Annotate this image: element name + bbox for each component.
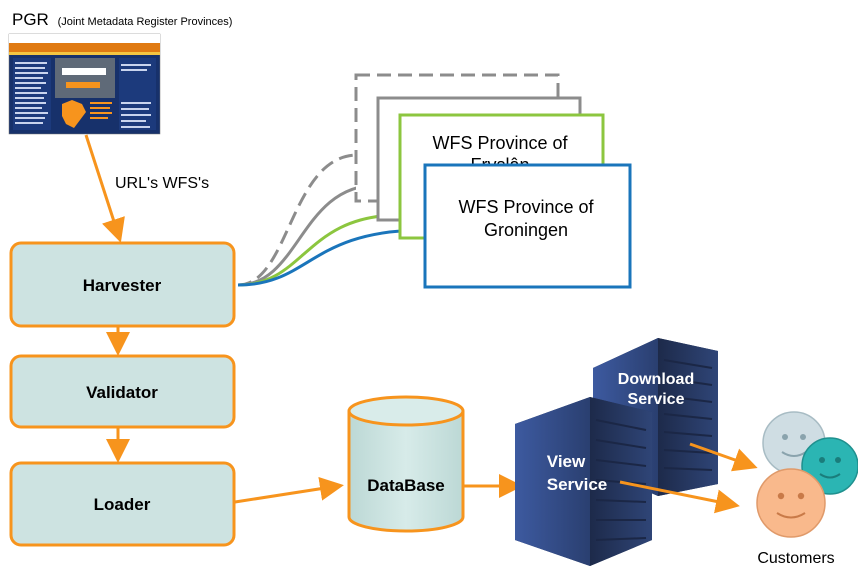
arrow-loader-to-database — [234, 476, 344, 504]
customers-group: Customers — [756, 411, 858, 567]
wfs-friesland-title: WFS Province of — [432, 133, 568, 153]
wfs-groningen-title: WFS Province of — [458, 197, 594, 217]
download-service-label-2: Service — [628, 391, 685, 408]
loader-box — [9, 461, 236, 547]
view-service-server: View Service — [515, 397, 652, 566]
validator-label: Validator — [86, 383, 158, 402]
wfs-groningen-name: Groningen — [484, 220, 568, 240]
view-service-label-1: View — [547, 452, 586, 471]
arrow-download-to-customers — [689, 442, 758, 472]
customers-label: Customers — [757, 550, 834, 567]
pipeline: Harvester Validator Loader — [9, 241, 236, 547]
harvester-box — [9, 241, 236, 328]
header-title-main: PGR — [12, 10, 49, 29]
harvester-label: Harvester — [83, 276, 162, 295]
database-label: DataBase — [367, 476, 445, 495]
urls-wfs-label: URL's WFS's — [115, 175, 209, 192]
connector-gray-source — [237, 183, 379, 287]
connector-dashed-source — [237, 153, 359, 287]
view-service-label-2: Service — [547, 475, 608, 494]
customer-face-peach-icon — [756, 468, 826, 538]
database-cylinder: DataBase — [347, 395, 465, 533]
header-title: PGR (Joint Metadata Register Provinces) — [12, 10, 232, 29]
validator-box — [9, 354, 236, 429]
arrow-view-to-customers — [619, 480, 740, 514]
header: PGR (Joint Metadata Register Provinces) — [12, 10, 232, 29]
header-title-sub: (Joint Metadata Register Provinces) — [58, 16, 233, 28]
connector-groningen — [237, 228, 426, 287]
arrow-pgr-to-harvester — [84, 134, 125, 243]
loader-label: Loader — [94, 495, 151, 514]
download-service-label-1: Download — [618, 371, 694, 388]
wfs-groningen-box — [423, 163, 632, 289]
wfs-sources: WFS Province of Fryslân WFS Province of … — [237, 73, 632, 289]
pgr-website-thumbnail — [8, 33, 161, 135]
